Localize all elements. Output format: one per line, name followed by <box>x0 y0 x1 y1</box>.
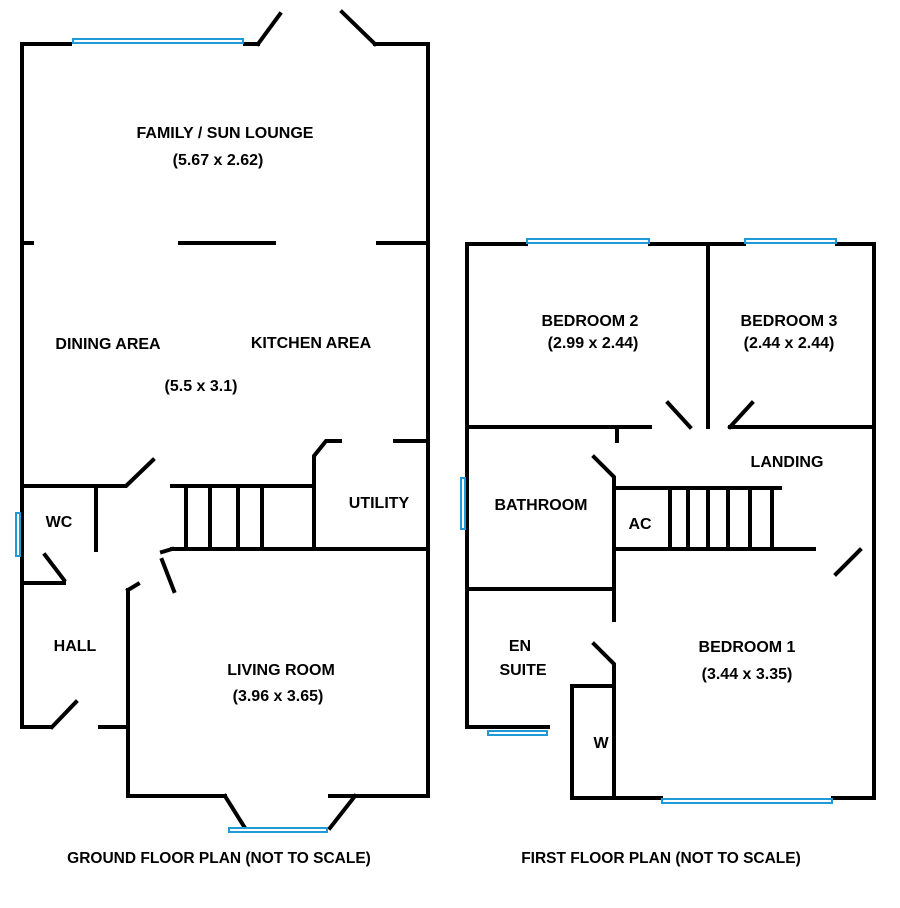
ensuite-door <box>591 641 616 688</box>
bedroom2-dims: (2.99 x 2.44) <box>548 335 639 352</box>
wc-label: WC <box>46 514 73 531</box>
living-bay-left <box>222 793 248 831</box>
living-bay-right <box>327 793 358 831</box>
first-floor-plan: BEDROOM 2 (2.99 x 2.44) BEDROOM 3 (2.44 … <box>460 238 876 867</box>
first-windows <box>460 238 837 804</box>
family-lounge-dims: (5.67 x 2.62) <box>173 152 264 169</box>
living-room-label: LIVING ROOM <box>227 662 335 679</box>
lounge-entrance-right <box>339 9 378 47</box>
utility-wall <box>312 439 430 551</box>
wardrobe-label: W <box>593 735 609 752</box>
ground-floor-plan: FAMILY / SUN LOUNGE (5.67 x 2.62) DINING… <box>15 9 430 867</box>
ensuite-label-line2: SUITE <box>499 662 546 679</box>
ground-stairs <box>170 484 316 551</box>
landing-label: LANDING <box>751 454 824 471</box>
bedroom1-dims: (3.44 x 3.35) <box>702 666 793 683</box>
living-wall-left <box>125 546 177 594</box>
bathroom-label: BATHROOM <box>494 497 587 514</box>
bedroom1-door <box>833 547 863 577</box>
utility-label: UTILITY <box>349 495 410 512</box>
bedroom1-label: BEDROOM 1 <box>699 639 796 656</box>
wc-wall <box>20 457 156 585</box>
ground-floor-caption: GROUND FLOOR PLAN (NOT TO SCALE) <box>67 850 371 867</box>
hall-door <box>49 699 79 730</box>
ground-outer-wall <box>20 42 430 798</box>
bedroom3-dims: (2.44 x 2.44) <box>744 335 835 352</box>
ac-label: AC <box>628 516 652 533</box>
bedroom2-label: BEDROOM 2 <box>542 313 639 330</box>
living-room-dims: (3.96 x 3.65) <box>233 688 324 705</box>
bedroom3-label: BEDROOM 3 <box>741 313 838 330</box>
first-outer-wall <box>465 242 876 800</box>
bedroom-doors <box>665 400 755 430</box>
landing-top-wall <box>465 425 876 443</box>
first-floor-caption: FIRST FLOOR PLAN (NOT TO SCALE) <box>521 850 801 867</box>
hall-label: HALL <box>54 638 97 655</box>
dining-area-label: DINING AREA <box>55 336 161 353</box>
family-lounge-label: FAMILY / SUN LOUNGE <box>137 125 314 142</box>
ground-windows <box>15 38 328 833</box>
kitchen-area-dims: (5.5 x 3.1) <box>165 378 238 395</box>
lounge-entrance-left <box>255 11 283 47</box>
kitchen-area-label: KITCHEN AREA <box>251 335 372 352</box>
first-stairs <box>612 486 816 551</box>
bathroom-wall <box>465 454 616 622</box>
ensuite-label-line1: EN <box>509 638 531 655</box>
